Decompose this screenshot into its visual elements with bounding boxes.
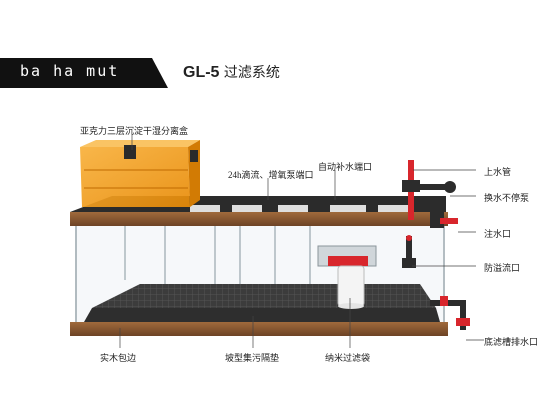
baffle-plates (124, 226, 311, 290)
leader-lines (119, 134, 484, 348)
pipework (402, 160, 470, 330)
acrylic-sediment-box (80, 140, 200, 207)
label-sloped-mat: 坡型集污隔垫 (225, 353, 280, 363)
label-auto-refill: 自动补水端口 (318, 162, 373, 172)
wood-base-frame (70, 322, 448, 336)
label-fill-port: 注水口 (484, 229, 512, 239)
sloped-dirt-mat (92, 284, 436, 308)
label-inlet-pipe: 上水管 (484, 167, 512, 177)
label-drip-flow: 24h滴流、增氧泵端口 (228, 170, 314, 180)
label-water-pump: 换水不停泵 (484, 193, 530, 203)
nano-filter-bag (317, 245, 377, 309)
label-overflow-port: 防溢流口 (484, 263, 521, 273)
wood-top-frame (70, 212, 448, 226)
label-wood-edge: 实木包边 (100, 353, 137, 363)
label-nano-bag: 纳米过滤袋 (325, 353, 371, 363)
model-code: GL-5 (183, 64, 220, 81)
brand-logo: ba ha mut (20, 62, 120, 80)
header-banner (0, 58, 168, 88)
model-title: GL-5 过滤系统 (183, 62, 280, 82)
label-bottom-drain: 底滤槽排水口 (484, 337, 539, 347)
model-suffix: 过滤系统 (223, 64, 280, 80)
label-acrylic-box: 亚克力三层沉淀干湿分离盒 (80, 126, 189, 136)
bottom-tank (70, 222, 448, 336)
